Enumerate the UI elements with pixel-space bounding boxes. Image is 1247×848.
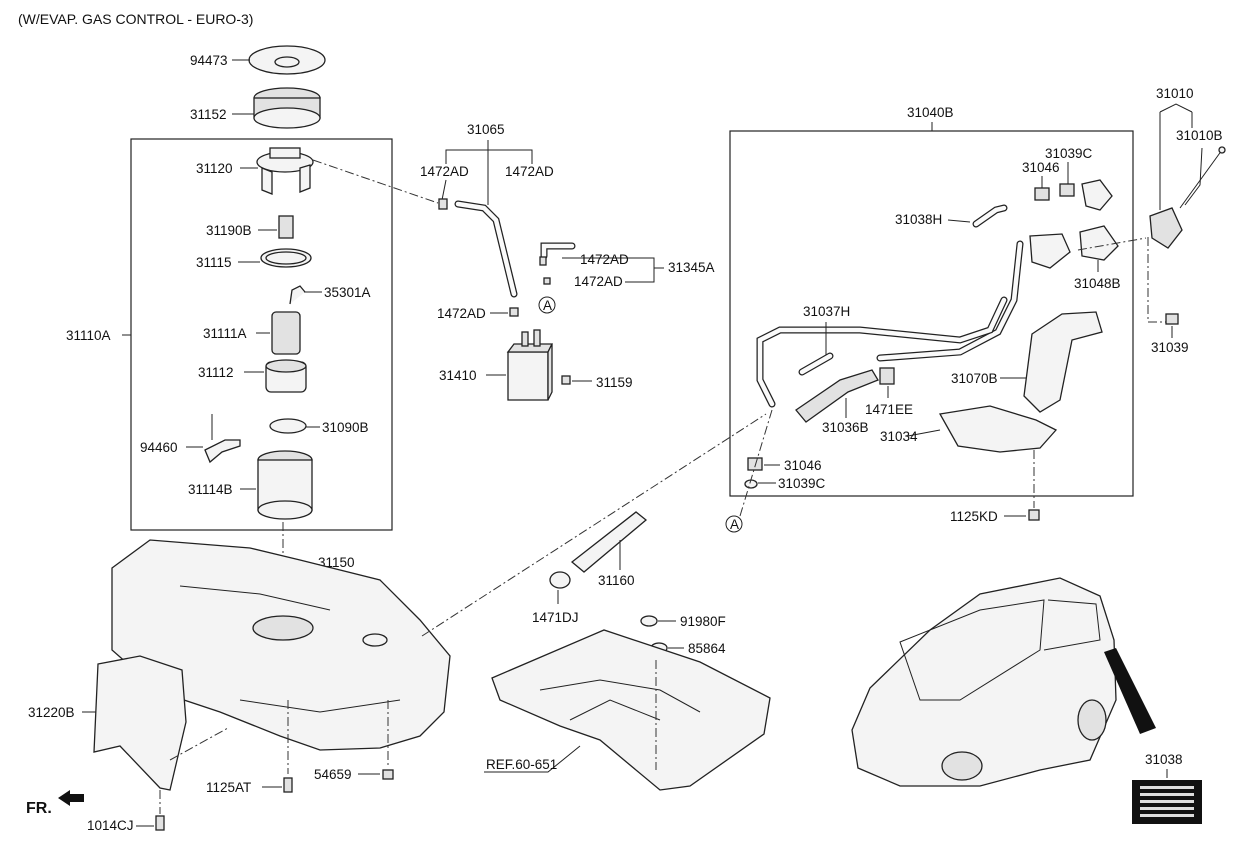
- label-1471EE: 1471EE: [865, 402, 913, 417]
- label-31038: 31038: [1145, 752, 1183, 767]
- callout-a-2-label: A: [730, 517, 739, 532]
- label-31038H: 31038H: [895, 212, 942, 227]
- label-31190B: 31190B: [206, 223, 252, 238]
- label-31034: 31034: [880, 429, 918, 444]
- label-31220B: 31220B: [28, 705, 75, 720]
- label-31010B: 31010B: [1176, 128, 1223, 143]
- label-1472AD-c: 1472AD: [580, 252, 629, 267]
- sensor-35301A: [289, 285, 306, 305]
- fuel-cap-group: 31010 31010B 31039: [1077, 86, 1226, 355]
- label-85864: 85864: [688, 641, 726, 656]
- clamp-1471DJ: [549, 571, 571, 589]
- label-31039C-a: 31039C: [1045, 146, 1093, 161]
- vapor-hose-31065: [454, 200, 518, 298]
- filler-neck-box: [729, 130, 1134, 497]
- pump-motor-31111A: [271, 311, 301, 355]
- label-31010: 31010: [1156, 86, 1194, 101]
- filler-neck-group: 31040B 31039C 31046 31038H 31048B 31037H…: [725, 105, 1134, 533]
- label-54659: 54659: [314, 767, 352, 782]
- label-31152: 31152: [190, 107, 227, 122]
- label-31046-a: 31046: [1022, 160, 1060, 175]
- fuel-pump-group: 94473 31152 31110A 31120 31190B 31115 35…: [66, 45, 393, 615]
- label-91980F: 91980F: [680, 614, 726, 629]
- label-31160: 31160: [598, 573, 635, 588]
- label-1014CJ: 1014CJ: [87, 818, 134, 833]
- label-31115: 31115: [196, 255, 232, 270]
- seal-31090B: [269, 418, 307, 434]
- floor-group: 31160 1471DJ 91980F 85864 REF.60-651: [484, 511, 771, 791]
- canister-group: 31065 1472AD 1472AD 1472AD 1472AD 31345A…: [312, 122, 715, 401]
- label-31048B: 31048B: [1074, 276, 1121, 291]
- car-group: 31038: [851, 577, 1202, 824]
- valve-31190B: [278, 215, 294, 239]
- label-1471DJ: 1471DJ: [532, 610, 579, 625]
- label-1472AD-e: 1472AD: [437, 306, 486, 321]
- label-1472AD-b: 1472AD: [505, 164, 554, 179]
- label-1472AD-d: 1472AD: [574, 274, 623, 289]
- fuel-cap-31010: [1149, 207, 1183, 249]
- fuel-tank-31150: [111, 539, 451, 751]
- label-31039C-b: 31039C: [778, 476, 826, 491]
- label-31114B: 31114B: [188, 482, 233, 497]
- label-31159: 31159: [596, 375, 633, 390]
- label-31065: 31065: [467, 122, 505, 137]
- label-31039: 31039: [1151, 340, 1189, 355]
- diagram-title: (W/EVAP. GAS CONTROL - EURO-3): [18, 11, 253, 27]
- fuel-door-callout: [1104, 648, 1156, 734]
- callout-a-1-label: A: [543, 298, 552, 313]
- callout-a-1: [538, 296, 556, 314]
- label-94460: 94460: [140, 440, 178, 455]
- guard-31070B: [1023, 311, 1103, 413]
- bracket-31034: [938, 405, 1058, 453]
- label-31037H: 31037H: [803, 304, 850, 319]
- label-1125AT: 1125AT: [206, 780, 251, 795]
- label-31040B: 31040B: [907, 105, 954, 120]
- front-arrow-icon: [58, 790, 84, 806]
- floor-panel: [491, 629, 771, 791]
- label-31036B: 31036B: [822, 420, 869, 435]
- label-31090B: 31090B: [322, 420, 369, 435]
- fuel-tank-group: 31150 31220B 1125AT 54659 1014CJ FR.: [26, 413, 767, 833]
- label-31345A: 31345A: [668, 260, 715, 275]
- label-35301A: 35301A: [324, 285, 371, 300]
- front-label: FR.: [26, 800, 52, 817]
- filler-hose-31160: [570, 511, 648, 573]
- label-31070B: 31070B: [951, 371, 998, 386]
- gasket-31048B: [1079, 225, 1119, 261]
- label-31112: 31112: [198, 365, 234, 380]
- canister-31410: [507, 351, 549, 401]
- label-1472AD-a: 1472AD: [420, 164, 469, 179]
- callout-a-2: [725, 515, 743, 533]
- label-1125KD: 1125KD: [950, 509, 998, 524]
- sender-94460: [204, 439, 241, 464]
- heat-shield-31220B: [93, 655, 187, 791]
- ref-label: REF.60-651: [486, 757, 557, 772]
- label-31110A: 31110A: [66, 328, 111, 343]
- hose-31036B: [795, 369, 879, 423]
- label-31120: 31120: [196, 161, 233, 176]
- label-31111A: 31111A: [203, 326, 247, 341]
- label-31410: 31410: [439, 368, 477, 383]
- label-94473: 94473: [190, 53, 228, 68]
- label-31046-b: 31046: [784, 458, 822, 473]
